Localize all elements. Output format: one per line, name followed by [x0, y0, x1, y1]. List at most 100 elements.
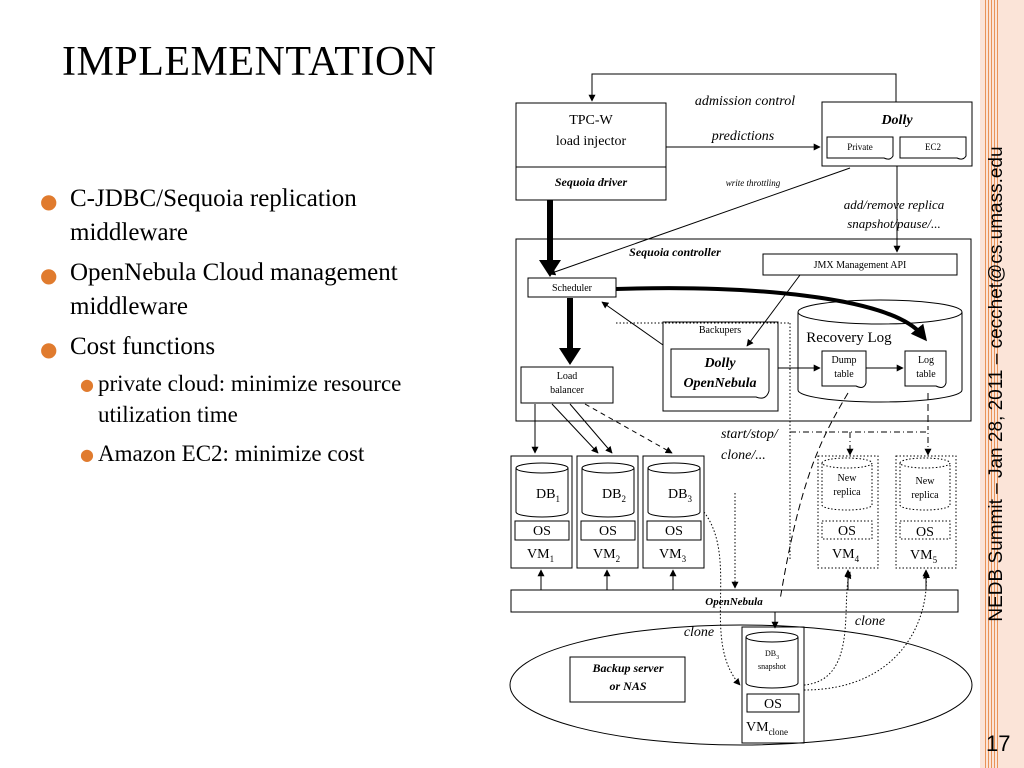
ec2-doc — [899, 136, 967, 160]
clone-arrow-right-2 — [803, 571, 931, 691]
recovery-log-cylinder — [797, 312, 963, 403]
jmx-api-label: JMX Management API — [814, 260, 907, 271]
bullet-item: ● OpenNebula Cloud management middleware — [40, 256, 480, 324]
private-doc — [826, 136, 894, 160]
dump-table-label-2: table — [834, 369, 854, 380]
backup-server-label-2: or NAS — [609, 679, 646, 693]
sequoia-driver-label: Sequoia driver — [555, 175, 628, 189]
vm5-label: VM5 — [910, 548, 938, 565]
vm1-label: VM1 — [527, 547, 554, 564]
os-box — [580, 520, 636, 541]
os-label: OS — [533, 524, 551, 539]
vm2-label: VM2 — [593, 547, 620, 564]
decorative-stripes — [985, 0, 999, 768]
clone-arrow-left — [703, 511, 741, 686]
sub-bullet-text: Amazon EC2: minimize cost — [98, 441, 365, 466]
dolly-opennebula-label-1: Dolly — [703, 356, 736, 371]
clone-label-right: clone — [855, 614, 885, 629]
snapshot-label: snapshot — [758, 662, 787, 671]
bullet-list: ● C-JDBC/Sequoia replication middleware ●… — [40, 182, 480, 477]
sub-bullet-icon: ● — [80, 445, 94, 464]
predictions-label: predictions — [711, 129, 775, 144]
ec2-label: EC2 — [925, 142, 941, 152]
db1-label: DB1 — [536, 487, 560, 504]
backupers-box — [662, 321, 779, 412]
sub-bullet-icon: ● — [80, 375, 94, 394]
load-balancer-label-2: balancer — [550, 385, 585, 396]
bullet-item: ● C-JDBC/Sequoia replication middleware — [40, 182, 480, 250]
vm4-label: VM4 — [832, 547, 860, 564]
load-balancer-label-1: Load — [557, 371, 578, 382]
tpcw-box — [515, 102, 667, 201]
vm1-box — [510, 455, 573, 569]
bullet-text: C-JDBC/Sequoia replication middleware — [70, 185, 357, 246]
dolly-box — [821, 101, 973, 167]
db2-label: DB2 — [602, 487, 626, 504]
admission-control-label: admission control — [695, 94, 795, 109]
scheduler-label: Scheduler — [552, 283, 593, 294]
backupers-label: Backupers — [699, 325, 741, 336]
write-throttling-label: write throttling — [726, 178, 781, 188]
footer-side-text: NEDB Summit – Jan 28, 2011 – cecchet@cs.… — [986, 146, 1007, 622]
write-throttling-arrow — [548, 167, 851, 276]
start-stop-label-1: start/stop/ — [721, 427, 779, 442]
os-label: OS — [764, 697, 782, 712]
snapshot-pause-label: snapshot/pause/... — [847, 216, 941, 231]
log-table-doc — [904, 350, 947, 388]
sub-bullet-item: ●private cloud: minimize resource utiliz… — [70, 368, 480, 430]
log-table-label-1: Log — [918, 355, 934, 366]
os-label: OS — [916, 525, 934, 540]
db3-snapshot-label: DB3 — [765, 649, 779, 661]
private-label: Private — [847, 142, 873, 152]
log-table-label-2: table — [916, 369, 936, 380]
os-box — [514, 520, 570, 541]
slide-title: IMPLEMENTATION — [62, 39, 437, 85]
vm2-box — [576, 455, 639, 569]
architecture-diagram: TPC-W load injector Sequoia driver admis… — [509, 73, 973, 746]
start-stop-label-2: clone/... — [721, 448, 766, 463]
load-injector-label: load injector — [556, 134, 627, 149]
scheduler-log-arrow — [615, 286, 928, 342]
bullet-icon: ● — [40, 263, 58, 287]
dump-table-label-1: Dump — [832, 355, 857, 366]
tpcw-label: TPC-W — [569, 113, 613, 128]
dump-table-doc — [821, 350, 867, 388]
sequoia-controller-label: Sequoia controller — [629, 245, 721, 259]
bullet-icon: ● — [40, 189, 58, 213]
bullet-text: OpenNebula Cloud management middleware — [70, 259, 398, 320]
vm-clone-label: VMclone — [746, 720, 788, 737]
sub-bullet-text: private cloud: minimize resource utiliza… — [98, 371, 402, 427]
sequoia-controller-box — [515, 238, 972, 422]
new-replica-label-1: New — [838, 473, 858, 484]
dolly-label: Dolly — [880, 113, 913, 128]
recovery-log-label: Recovery Log — [806, 330, 892, 346]
opennebula-label: OpenNebula — [705, 596, 763, 608]
load-balancer-box — [520, 366, 614, 404]
os-label: OS — [599, 524, 617, 539]
storage-ellipse — [509, 624, 973, 746]
sub-bullet-item: ●Amazon EC2: minimize cost — [70, 438, 480, 469]
backup-server-box — [569, 656, 686, 703]
admission-control-arrow — [588, 73, 897, 102]
os-label: OS — [665, 524, 683, 539]
vm3-label: VM3 — [659, 547, 687, 564]
add-remove-label: add/remove replica — [844, 197, 945, 212]
bullet-icon: ● — [40, 337, 58, 361]
bullet-item: ●Cost functions ●private cloud: minimize… — [40, 330, 480, 469]
dolly-opennebula-label-2: OpenNebula — [683, 376, 756, 391]
opennebula-bar — [510, 589, 959, 613]
new-replica-label-2: replica — [833, 487, 861, 498]
backup-server-label-1: Backup server — [592, 661, 664, 675]
db3-label: DB3 — [668, 487, 692, 504]
dolly-opennebula-doc — [670, 348, 770, 399]
page-number: 17 — [986, 731, 1011, 756]
clone-label-left: clone — [684, 625, 714, 640]
os-label: OS — [838, 524, 856, 539]
new-replica-label-2: replica — [911, 490, 939, 501]
bullet-text: Cost functions — [70, 333, 216, 360]
new-replica-label-1: New — [916, 476, 936, 487]
clone-arrow-right-1 — [803, 571, 852, 686]
os-box — [646, 520, 702, 541]
sub-bullet-list: ●private cloud: minimize resource utiliz… — [70, 368, 480, 469]
vm5-box — [895, 455, 957, 569]
